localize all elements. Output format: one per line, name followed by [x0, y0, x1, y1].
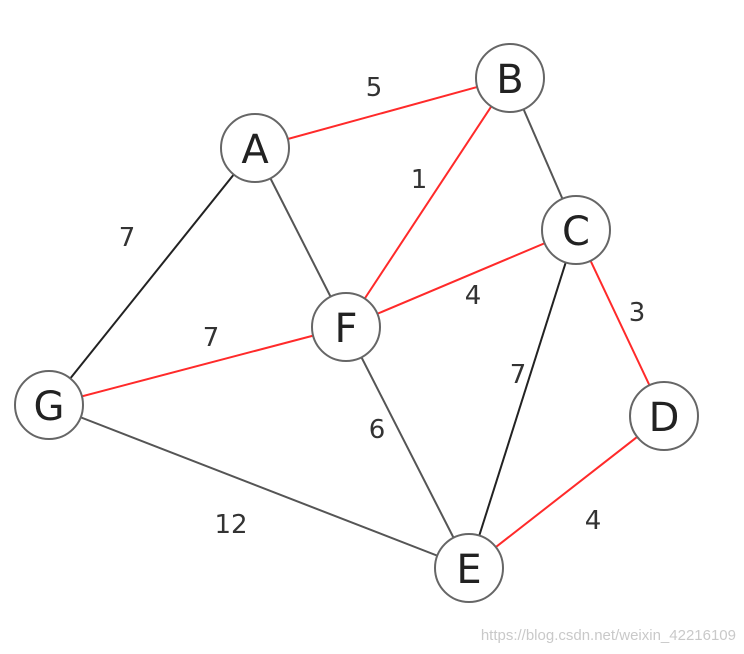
- weight-label-c-d: 3: [629, 298, 646, 328]
- edge-g-e: [48, 404, 470, 569]
- edge-d-e: [468, 415, 665, 569]
- weight-label-g-e: 12: [214, 510, 247, 540]
- weight-label-b-f: 1: [411, 165, 428, 195]
- edge-a-g: [48, 147, 256, 406]
- node-g: G: [14, 370, 84, 440]
- edge-c-f: [345, 229, 577, 328]
- edge-f-e: [345, 326, 470, 569]
- edge-b-f: [345, 77, 511, 328]
- node-d: D: [629, 381, 699, 451]
- node-e: E: [434, 533, 504, 603]
- node-circle: [475, 43, 545, 113]
- weight-label-f-g: 7: [203, 323, 220, 353]
- weight-label-f-e: 6: [369, 415, 386, 445]
- weight-label-d-e: 4: [585, 506, 602, 536]
- node-b: B: [475, 43, 545, 113]
- weights-layer: 5 7 1 4 3 7 7 6 12 4: [119, 73, 646, 540]
- node-circle: [311, 292, 381, 362]
- node-circle: [434, 533, 504, 603]
- node-f: F: [311, 292, 381, 362]
- nodes-layer: A B C D E F G: [14, 43, 699, 603]
- node-label: E: [456, 547, 481, 593]
- node-label: C: [562, 209, 590, 255]
- node-label: D: [649, 395, 680, 441]
- node-circle: [541, 195, 611, 265]
- weight-label-c-e: 7: [510, 360, 527, 390]
- edge-a-b: [254, 77, 511, 149]
- node-c: C: [541, 195, 611, 265]
- weight-label-c-f: 4: [465, 281, 482, 311]
- weight-label-a-b: 5: [366, 73, 383, 103]
- weight-label-a-g: 7: [119, 223, 136, 253]
- node-label: F: [334, 306, 357, 352]
- edge-f-g: [48, 326, 347, 406]
- edge-c-e: [468, 229, 577, 569]
- node-label: G: [34, 384, 65, 430]
- watermark-text: https://blog.csdn.net/weixin_42216109: [480, 627, 736, 644]
- node-label: A: [241, 127, 269, 173]
- node-label: B: [496, 57, 523, 103]
- node-a: A: [220, 113, 290, 183]
- node-circle: [220, 113, 290, 183]
- node-circle: [629, 381, 699, 451]
- node-circle: [14, 370, 84, 440]
